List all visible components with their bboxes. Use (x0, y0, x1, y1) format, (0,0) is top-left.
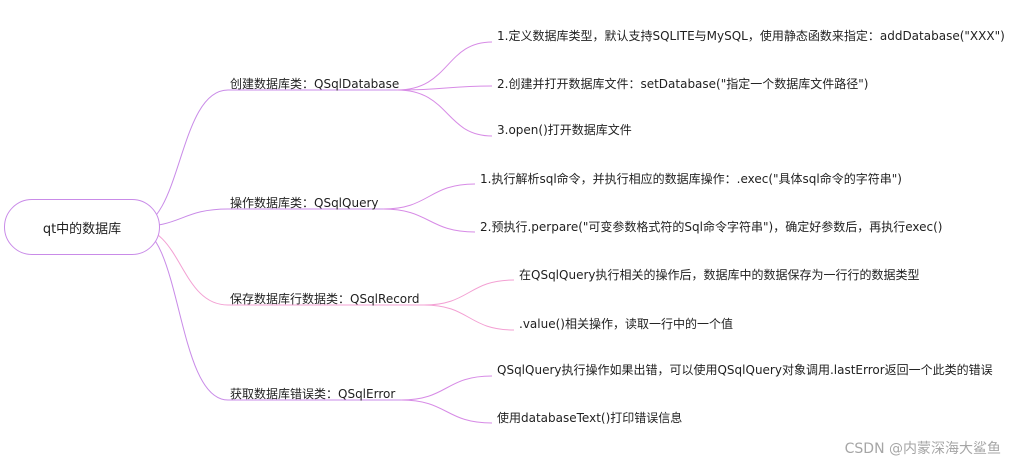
link-root-error (134, 226, 229, 401)
link-record-2 (423, 304, 515, 331)
link-error-2 (400, 399, 493, 424)
leaf-database-1: 1.定义数据库类型，默认支持SQLITE与MySQL，使用静态函数来指定：add… (497, 29, 1005, 43)
branch-qsqlquery: 操作数据库类：QSqlQuery (230, 196, 379, 210)
link-record-1 (423, 279, 515, 306)
leaf-query-2: 2.预执行.perpare("可变参数格式符的Sql命令字符串")，确定好参数后… (480, 220, 943, 234)
link-database-3 (396, 89, 493, 137)
link-error-1 (400, 375, 493, 401)
branch-qsqlrecord: 保存数据库行数据类：QSqlRecord (230, 292, 420, 306)
root-node: qt中的数据库 (4, 199, 160, 255)
branch-qsqlerror: 获取数据库错误类：QSqlError (230, 387, 396, 401)
watermark: CSDN @内蒙深海大鲨鱼 (844, 441, 1001, 457)
leaf-database-3: 3.open()打开数据库文件 (497, 123, 632, 137)
leaf-error-2: 使用databaseText()打印错误信息 (497, 411, 683, 425)
link-query-1 (382, 183, 476, 210)
leaf-record-1: 在QSqlQuery执行相关的操作后，数据库中的数据保存为一行行的数据类型 (519, 268, 920, 282)
leaf-query-1: 1.执行解析sql命令，并执行相应的数据库操作：.exec("具体sql命令的字… (480, 172, 902, 186)
leaf-error-1: QSqlQuery执行操作如果出错，可以使用QSqlQuery对象调用.last… (497, 363, 993, 377)
leaf-record-2: .value()相关操作，读取一行中的一个值 (519, 317, 733, 331)
branch-qsqldatabase: 创建数据库类：QSqlDatabase (230, 77, 400, 91)
link-database-1 (396, 41, 493, 91)
link-query-2 (382, 208, 476, 233)
leaf-database-2: 2.创建并打开数据库文件：setDatabase("指定一个数据库文件路径") (497, 77, 869, 91)
link-database-2 (396, 85, 493, 91)
